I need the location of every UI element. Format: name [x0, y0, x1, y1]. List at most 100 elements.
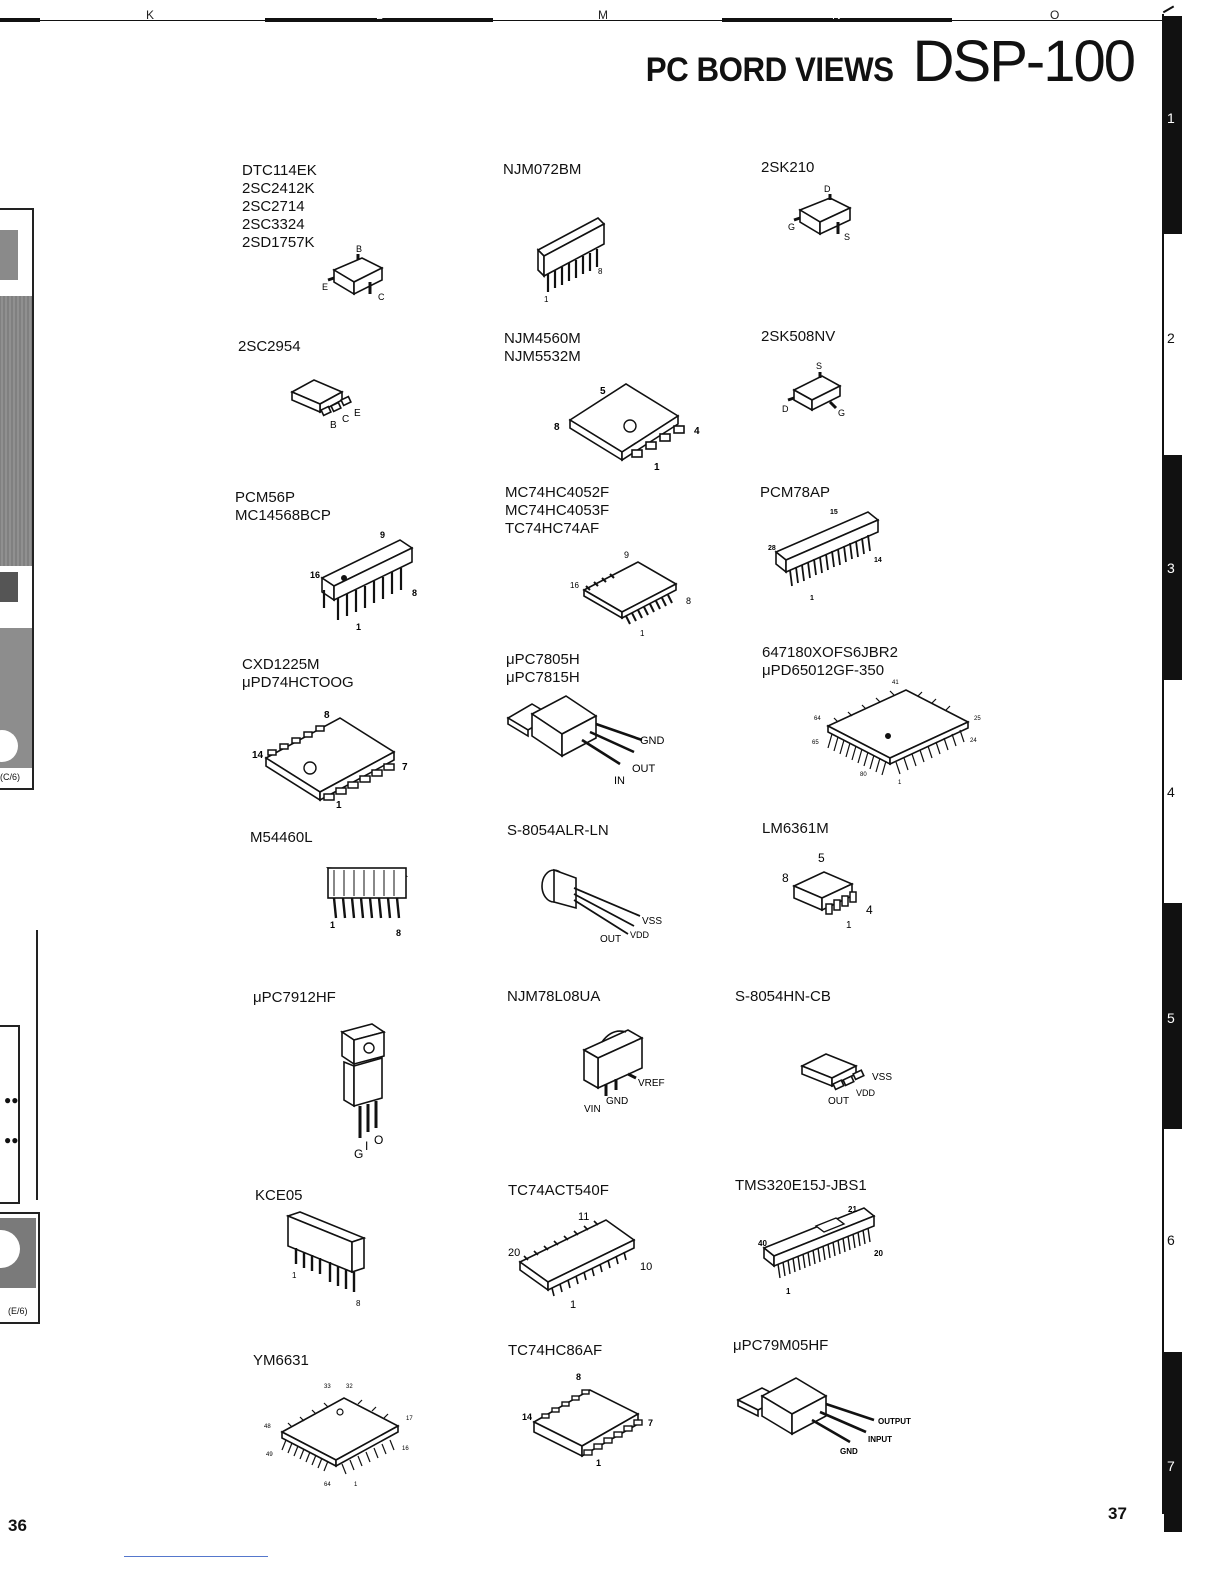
pin-label: 17 [406, 1416, 413, 1422]
left-fragment-ref-e6: (E/6) [8, 1306, 28, 1316]
component-label-c13: M54460L [250, 829, 313, 846]
row-number-2: 2 [1167, 330, 1175, 346]
pin-label: 65 [812, 740, 819, 746]
row-number-7: 7 [1167, 1458, 1175, 1474]
component-label-c4: 2SC2954 [238, 338, 301, 355]
pin-label: 8 [396, 928, 401, 938]
pin-label: O [374, 1133, 383, 1147]
pin-label: VIN [584, 1104, 601, 1115]
left-fragment-bottom-block [0, 1212, 40, 1324]
component-label-c7: PCM56P MC14568BCP [235, 489, 331, 524]
pin-label: OUT [632, 763, 656, 775]
component-drawing-c9: 15 28 14 1 [768, 509, 882, 602]
pin-label: OUTPUT [878, 1417, 911, 1426]
column-letter-l: L [376, 8, 383, 22]
pin-label: 1 [354, 1482, 358, 1488]
pin-label: 9 [380, 530, 385, 540]
pin-label: GND [640, 735, 665, 747]
top-bar-n [722, 18, 952, 22]
component-drawing-c10: 8 14 7 1 [252, 710, 408, 810]
top-bar-l [265, 18, 493, 22]
pin-label: INPUT [868, 1435, 892, 1444]
left-fragment-lower-frame [0, 930, 38, 1200]
left-fragment-screen-1 [0, 230, 18, 280]
pin-label: B [330, 420, 337, 431]
pin-label: GND [840, 1447, 858, 1456]
pin-label: GND [606, 1096, 628, 1107]
pin-label: C [342, 414, 349, 425]
row-band-1 [1164, 16, 1182, 234]
right-frame-line [1162, 14, 1164, 1514]
pin-label: G [838, 408, 845, 418]
pin-label: 14 [522, 1412, 532, 1422]
pin-label: 1 [810, 595, 814, 602]
pin-label: D [824, 184, 831, 194]
pin-label: 41 [892, 680, 899, 686]
pin-label: E [354, 408, 361, 419]
pin-label: 21 [848, 1205, 857, 1214]
row-number-5: 5 [1167, 1010, 1175, 1026]
pin-label: 8 [782, 871, 789, 885]
component-drawing-c16: G I O [340, 1023, 386, 1161]
pin-label: 32 [346, 1384, 353, 1390]
model-name: DSP-100 [912, 29, 1136, 94]
component-label-c14: S-8054ALR-LN [507, 822, 609, 839]
pin-label: 8 [598, 267, 603, 276]
pin-label: S [816, 361, 822, 371]
pin-label: OUT [600, 934, 621, 945]
component-drawing-c13: 1 8 [325, 867, 409, 938]
pin-label: S [844, 232, 850, 242]
component-drawing-c20: 11 20 10 1 [508, 1211, 652, 1310]
component-label-c8: MC74HC4052F MC74HC4053F TC74HC74AF [505, 484, 610, 537]
pin-label: 25 [974, 716, 981, 722]
left-fragment-ref-c6: (C/6) [0, 772, 20, 782]
left-fragment-dots: ●●●● [4, 1093, 19, 1147]
left-fragment-lower-frame-2 [0, 1025, 20, 1204]
component-drawing-c22: 33 32 48 17 49 16 64 1 [264, 1384, 413, 1488]
pin-label: 8 [356, 1299, 361, 1308]
pin-label: 1 [292, 1271, 297, 1280]
component-label-c6: 2SK508NV [761, 328, 836, 345]
pin-label: 4 [694, 426, 700, 437]
pin-label: I [365, 1139, 368, 1153]
top-bar-k [0, 18, 40, 22]
component-label-c20: TC74ACT540F [508, 1182, 609, 1199]
pin-label: 1 [898, 780, 902, 786]
component-label-c18: S-8054HN-CB [735, 988, 831, 1005]
component-drawing-c1: B E C [322, 244, 385, 302]
column-letter-o: O [1050, 8, 1060, 22]
page-number-right: 37 [1108, 1504, 1127, 1523]
component-label-c3: 2SK210 [761, 159, 815, 176]
component-drawing-c8: 9 16 8 1 [570, 550, 691, 638]
left-fragment-circle [0, 730, 18, 762]
pin-label: 49 [266, 1452, 273, 1458]
component-drawing-c3: D G S [788, 184, 852, 242]
pin-label: VREF [638, 1078, 665, 1089]
component-drawing-c23: 8 14 7 1 [522, 1372, 653, 1468]
pin-label: 15 [830, 509, 838, 516]
pin-label: 40 [758, 1239, 767, 1248]
bottom-rule [124, 1556, 268, 1557]
component-label-c9: PCM78AP [760, 484, 831, 501]
pin-label: 80 [860, 772, 867, 778]
component-label-c17: NJM78L08UA [507, 988, 601, 1005]
pin-label: 7 [402, 762, 408, 773]
component-drawing-c24: OUTPUT INPUT GND [736, 1377, 911, 1456]
row-band-5 [1164, 903, 1182, 1129]
pin-label: 1 [786, 1287, 791, 1296]
pin-label: VDD [856, 1088, 876, 1098]
row-band-7 [1164, 1352, 1182, 1532]
left-fragment-bottom-circle [0, 1230, 20, 1268]
pin-label: 1 [336, 800, 342, 810]
pin-label: 64 [324, 1482, 331, 1488]
component-drawing-c18: VSS OUT VDD [800, 1053, 892, 1107]
pin-label: 64 [814, 716, 821, 722]
pin-label: 5 [818, 851, 825, 865]
component-label-c2: NJM072BM [503, 161, 582, 178]
pin-label: 16 [402, 1446, 409, 1452]
row-number-1: 1 [1167, 110, 1175, 126]
pin-label: VDD [630, 930, 650, 940]
pin-label: B [356, 244, 362, 254]
pin-label: D [782, 404, 789, 414]
